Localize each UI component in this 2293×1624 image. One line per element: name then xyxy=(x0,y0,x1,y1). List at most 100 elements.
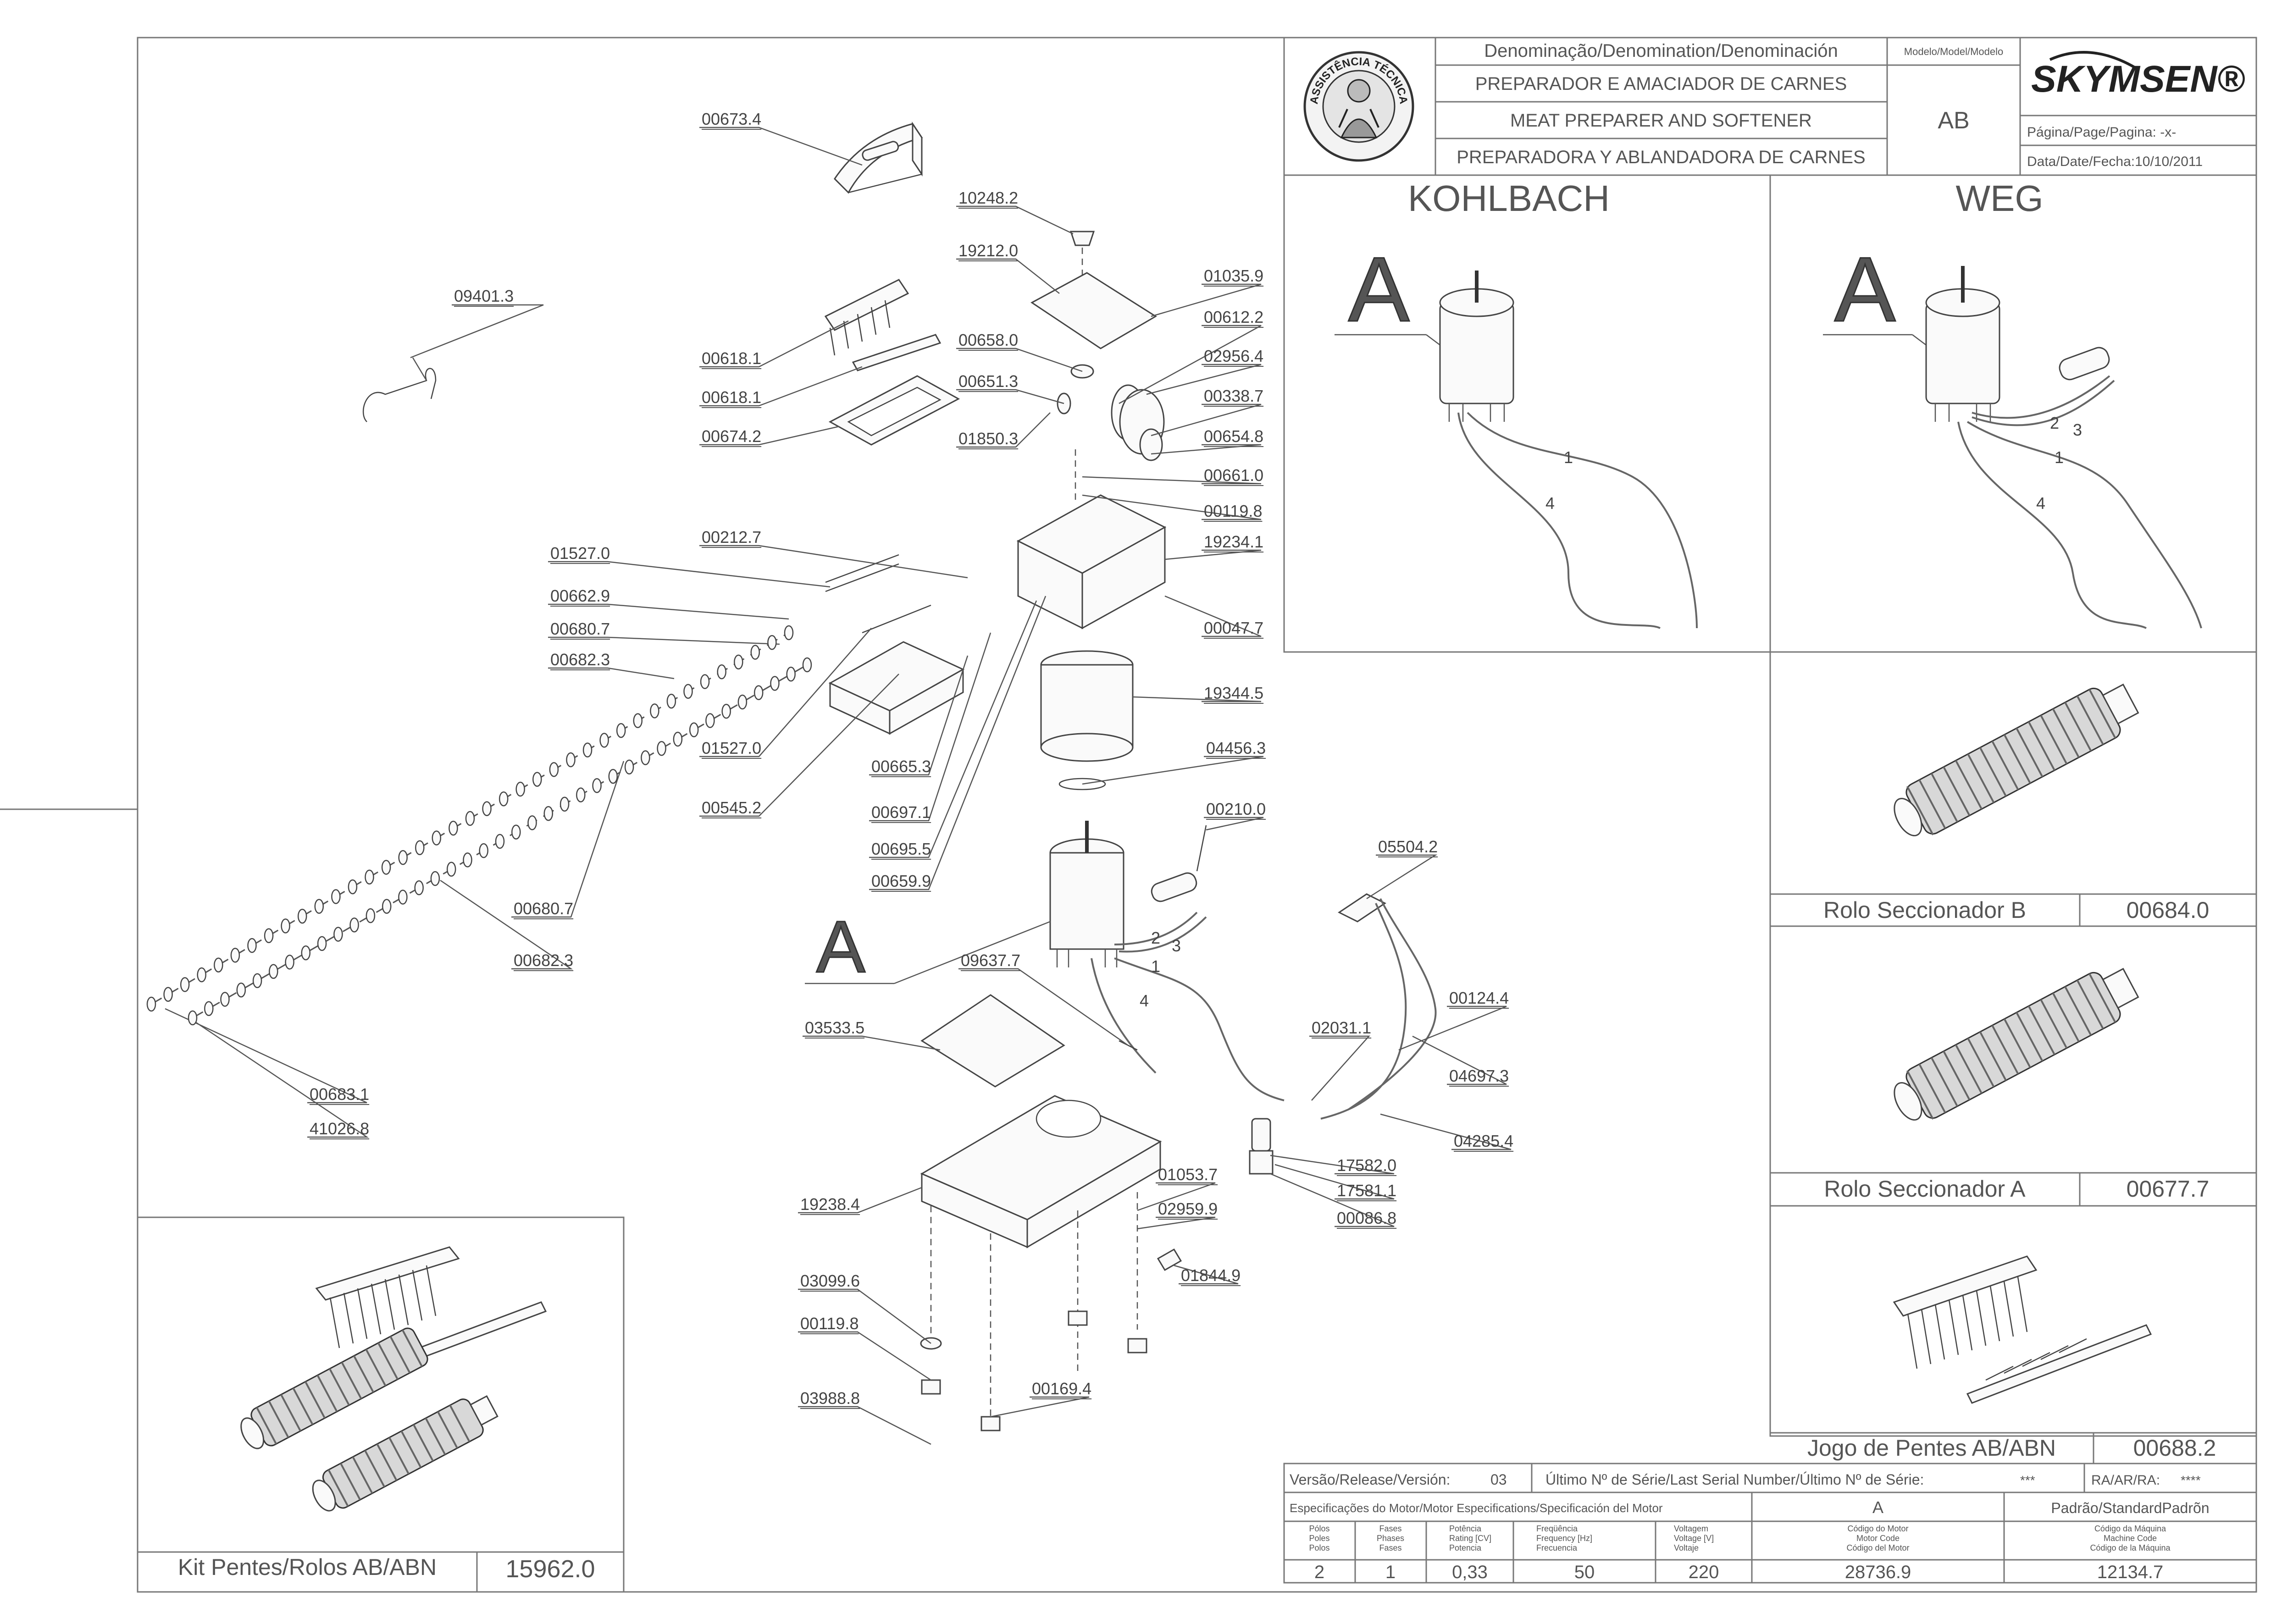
value-voltage: 220 xyxy=(1689,1562,1719,1582)
roller-disk xyxy=(188,1010,198,1026)
motor-spec-label: Especificações do Motor/Motor Especifica… xyxy=(1290,1501,1663,1515)
weg-wire-label-3: 3 xyxy=(2073,420,2082,439)
roller-disk xyxy=(382,899,392,914)
callout-00674-2: 00674.2 xyxy=(702,427,761,446)
callout-00673-4: 00673.4 xyxy=(702,110,761,128)
roller-disk xyxy=(366,908,376,923)
roller-disk xyxy=(734,654,743,670)
roller-disk xyxy=(515,781,525,797)
roller-a-label: Rolo Seccionador A xyxy=(1824,1176,2026,1202)
roller-disk xyxy=(430,871,440,886)
callout-00682-3-a: 00682.3 xyxy=(550,650,610,669)
callout-41026-8: 41026.8 xyxy=(310,1119,369,1138)
callout-00697-1: 00697.1 xyxy=(871,803,931,822)
callout-00682-3-b: 00682.3 xyxy=(514,951,573,970)
roller-disk xyxy=(511,824,521,840)
callout-00124-4: 00124.4 xyxy=(1449,989,1509,1007)
roller-disk xyxy=(608,768,618,784)
callout-10248-2: 10248.2 xyxy=(958,188,1018,207)
roller-disk xyxy=(398,889,408,905)
callout-00169-4: 00169.4 xyxy=(1032,1379,1091,1398)
roller-disk xyxy=(689,722,699,738)
wire-label-4: 4 xyxy=(1545,494,1555,513)
col-phases-h1: Fases xyxy=(1379,1524,1401,1533)
roller-disk xyxy=(414,880,424,895)
callout-19212-0: 19212.0 xyxy=(958,241,1018,260)
roller-disk xyxy=(180,977,190,992)
roller-disk xyxy=(737,694,748,710)
roller-disk xyxy=(348,879,358,895)
col-motor-code-h3: Código del Motor xyxy=(1846,1543,1909,1552)
model-value: AB xyxy=(1938,107,1969,134)
callout-00545-2: 00545.2 xyxy=(702,798,761,817)
roller-disk xyxy=(197,967,206,983)
callout-19238-4: 19238.4 xyxy=(800,1195,860,1214)
callout-19344-5: 19344.5 xyxy=(1204,684,1263,702)
callout-03988-8: 03988.8 xyxy=(800,1389,860,1408)
col-frequency-h2: Frequency [Hz] xyxy=(1536,1534,1592,1543)
roller-disk xyxy=(446,862,456,877)
seal-text: ASSISTÊNCIA TÉCNICA AUTORIZADA xyxy=(0,0,1410,107)
callout-05504-2: 05504.2 xyxy=(1378,837,1438,856)
col-motor-code-h2: Motor Code xyxy=(1856,1534,1900,1543)
callout-01053-7: 01053.7 xyxy=(1158,1165,1218,1184)
roller-disk xyxy=(314,899,324,914)
callout-01035-9: 01035.9 xyxy=(1204,266,1263,285)
callout-17582-0: 17582.0 xyxy=(1337,1156,1396,1175)
comb-set-label: Jogo de Pentes AB/ABN xyxy=(1807,1435,2056,1461)
roller-disk xyxy=(230,948,240,963)
col-voltage-h2: Voltage [V] xyxy=(1674,1534,1714,1543)
roller-disk xyxy=(214,957,223,972)
roller-disk xyxy=(683,684,693,699)
callout-00212-7: 00212.7 xyxy=(702,528,761,547)
comb-set-code: 00688.2 xyxy=(2133,1435,2216,1461)
roller-disk xyxy=(770,676,780,691)
callout-17581-1: 17581.1 xyxy=(1337,1181,1396,1200)
version-value: 03 xyxy=(1490,1471,1507,1488)
col-machine-code-h1: Código da Máquina xyxy=(2094,1524,2166,1533)
model-label: Modelo/Model/Modelo xyxy=(1904,46,2003,57)
callout-00658-0: 00658.0 xyxy=(958,331,1018,349)
view-letter-a: A xyxy=(1348,238,1410,341)
side-boxes: Rolo Seccionador B 00684.0 Rolo Secciona… xyxy=(1769,651,2257,1464)
product-name-en: MEAT PREPARER AND SOFTENER xyxy=(1510,110,1812,131)
roller-b-drawing xyxy=(1894,683,2139,837)
brand-logo: SKYMSEN® xyxy=(2031,58,2245,100)
footer-spec-table: Versão/Release/Versión: 03 Último Nº de … xyxy=(1283,1463,2257,1584)
col-rating-h2: Rating [CV] xyxy=(1449,1534,1491,1543)
callout-09637-7: 09637.7 xyxy=(961,951,1020,970)
serial-label: Último Nº de Série/Last Serial Number/Úl… xyxy=(1545,1471,1924,1488)
kohlbach-motor: A 1 4 xyxy=(1335,238,1698,629)
roller-disk xyxy=(301,945,311,961)
callout-00210-0: 00210.0 xyxy=(1206,800,1266,818)
motor-spec-col-a: A xyxy=(1872,1498,1883,1517)
weg-wire-label-4: 4 xyxy=(2036,494,2045,513)
roller-disk xyxy=(285,955,294,970)
col-voltage-h3: Voltaje xyxy=(1674,1543,1699,1552)
col-rating-h1: Potência xyxy=(1449,1524,1482,1533)
roller-disk-chain xyxy=(146,625,812,1026)
callout-00659-9: 00659.9 xyxy=(871,872,931,890)
col-poles-h3: Polos xyxy=(1309,1543,1329,1552)
roller-disk xyxy=(220,992,230,1007)
roller-disk xyxy=(432,830,442,845)
roller-disk xyxy=(532,772,542,787)
roller-disk xyxy=(415,840,425,856)
callout-19234-1: 19234.1 xyxy=(1204,532,1263,551)
roller-disk xyxy=(717,664,726,679)
serial-value: *** xyxy=(2020,1473,2035,1487)
ra-label: RA/AR/RA: xyxy=(2091,1473,2160,1488)
roller-disk xyxy=(204,1001,214,1016)
version-label: Versão/Release/Versión: xyxy=(1290,1471,1450,1488)
callout-01527-0-a: 01527.0 xyxy=(550,544,610,563)
roller-disk xyxy=(163,987,173,1002)
callout-02031-1: 02031.1 xyxy=(1312,1018,1371,1037)
roller-a-code: 00677.7 xyxy=(2127,1176,2210,1202)
roller-disk xyxy=(599,733,609,748)
col-frequency-h1: Freqüência xyxy=(1536,1524,1578,1533)
roller-disk xyxy=(700,674,710,689)
kit-drawing xyxy=(240,1246,547,1512)
value-poles: 2 xyxy=(1314,1562,1324,1582)
roller-disk xyxy=(495,834,505,849)
